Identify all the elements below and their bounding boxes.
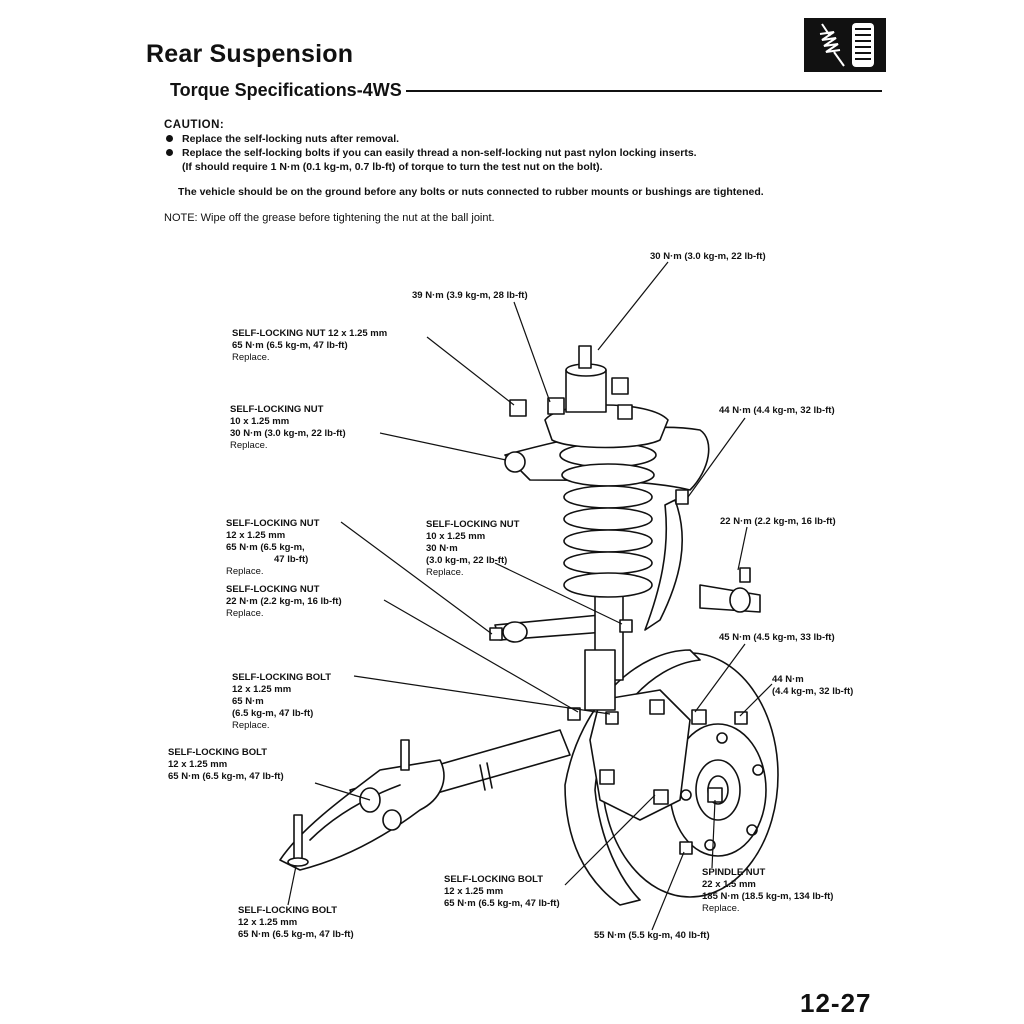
trailing-arm [279, 759, 445, 871]
callout-nut-12-upper: SELF-LOCKING NUT 12 x 1.25 mm 65 N·m (6.… [232, 328, 388, 363]
callout-right-22: 22 N·m (2.2 kg-m, 16 lb-ft) [720, 516, 836, 527]
callout-nut-10-upper: SELF-LOCKING NUT 10 x 1.25 mm 30 N·m (3.… [230, 404, 346, 451]
caution-text-2: Replace the self-locking bolts if you ca… [182, 147, 697, 159]
callout-bolt-mid: SELF-LOCKING BOLT 12 x 1.25 mm 65 N·m (6… [232, 672, 332, 731]
caution-text-1: Replace the self-locking nuts after remo… [182, 133, 400, 145]
vehicle-note: The vehicle should be on the ground befo… [178, 186, 764, 198]
subtitle-row: Torque Specifications-4WS [170, 76, 882, 104]
callout-nut-10-mid: SELF-LOCKING NUT 10 x 1.25 mm 30 N·m (3.… [426, 519, 520, 578]
coil-spring [559, 442, 657, 598]
page-number: 12-27 [800, 988, 872, 1018]
callout-right-45: 45 N·m (4.5 kg-m, 33 lb-ft) [719, 632, 835, 643]
callout-spindle-nut: SPINDLE NUT 22 x 1.5 mm 185 N·m (18.5 kg… [702, 867, 834, 914]
caution-heading: CAUTION: [164, 119, 225, 131]
upper-link [644, 499, 684, 631]
callout-bolt-lower-center: SELF-LOCKING BOLT 12 x 1.25 mm 65 N·m (6… [444, 874, 560, 909]
caution-bullet-1: Replace the self-locking nuts after remo… [164, 132, 904, 146]
callout-right-44: 44 N·m (4.4 kg-m, 32 lb-ft) [719, 405, 835, 416]
callout-nut-12-mid: SELF-LOCKING NUT 12 x 1.25 mm 65 N·m (6.… [226, 518, 320, 577]
callout-top-right-30: 30 N·m (3.0 kg-m, 22 lb-ft) [650, 251, 766, 262]
bullet-icon [166, 149, 173, 156]
page-title: Rear Suspension [146, 40, 354, 68]
caution-block: CAUTION: Replace the self-locking nuts a… [164, 118, 904, 174]
callout-bolt-bottom-left: SELF-LOCKING BOLT 12 x 1.25 mm 65 N·m (6… [238, 905, 354, 940]
page-subtitle: Torque Specifications-4WS [170, 79, 402, 100]
caution-bullet-2: Replace the self-locking bolts if you ca… [164, 146, 904, 160]
caution-text-2-sub: (If should require 1 N·m (0.1 kg-m, 0.7 … [182, 161, 603, 173]
callout-top-39: 39 N·m (3.9 kg-m, 28 lb-ft) [412, 290, 528, 301]
grease-note: NOTE: Wipe off the grease before tighten… [164, 212, 495, 224]
callout-bottom-55: 55 N·m (5.5 kg-m, 40 lb-ft) [594, 930, 710, 941]
callout-right-44b: 44 N·m (4.4 kg-m, 32 lb-ft) [772, 674, 854, 697]
shock-absorber-tire-icon [804, 18, 886, 72]
subtitle-rule [405, 90, 882, 92]
callout-nut-22: SELF-LOCKING NUT 22 N·m (2.2 kg-m, 16 lb… [226, 584, 342, 619]
callout-bolt-left: SELF-LOCKING BOLT 12 x 1.25 mm 65 N·m (6… [168, 747, 284, 782]
bullet-icon [166, 135, 173, 142]
